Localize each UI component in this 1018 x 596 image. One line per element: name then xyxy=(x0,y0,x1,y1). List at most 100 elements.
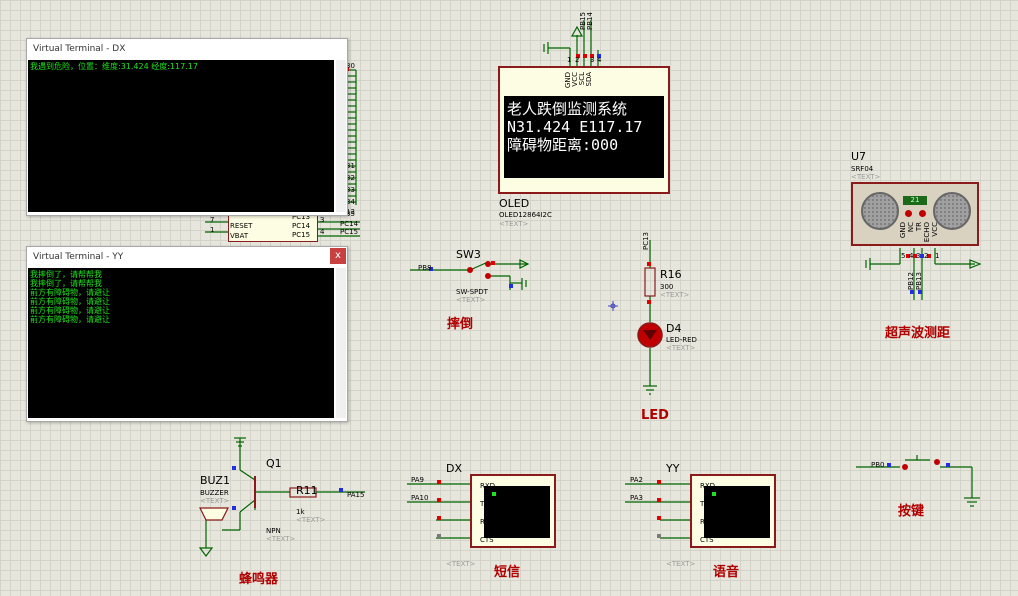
u7-pin-num-4: 4 xyxy=(909,252,914,260)
ultrasonic-sensor[interactable]: 21 GND NC TR ECHO VCC xyxy=(851,182,979,246)
ultrasonic-button-left-icon[interactable] xyxy=(905,210,912,217)
push-button[interactable] xyxy=(900,455,940,471)
mcu-net-pc15: PC15 xyxy=(340,228,359,236)
mcu-side-pin-31: 31 xyxy=(346,162,355,170)
terminal-yy-title-text: Virtual Terminal - YY xyxy=(33,252,124,262)
u7-pin-vcc: VCC xyxy=(931,222,939,237)
r16-net-pc13: PC13 xyxy=(642,232,650,251)
oled-pin-sda: SDA xyxy=(585,72,593,87)
oled-part: OLED12864I2C xyxy=(499,211,552,219)
mcu-side-pin-35: 35 xyxy=(346,210,355,218)
ultrasonic-caption: 超声波测距 xyxy=(885,326,951,341)
mcu-pin-num-4: 4 xyxy=(320,228,325,236)
r16-text-tag: <TEXT> xyxy=(660,291,690,299)
terminal-yy-screen[interactable]: 我摔倒了，请帮帮我 我摔倒了，请帮帮我 前方有障碍物，请避让 前方有障碍物，请避… xyxy=(28,268,334,418)
u7-pin-num-1: 1 xyxy=(935,252,940,260)
yy-net-pa3: PA3 xyxy=(630,494,644,502)
ultrasonic-left-transducer-icon xyxy=(861,192,899,230)
dx-pin-rxd: RXD xyxy=(480,482,496,490)
oled-pin-num-3: 3 xyxy=(590,56,595,64)
mcu-pin-num-3: 3 xyxy=(320,216,325,224)
buzzer-net-pa15: PA15 xyxy=(347,491,365,499)
buzzer-caption: 蜂鸣器 xyxy=(239,572,279,587)
sw3-net-pb8: PB8 xyxy=(418,264,432,272)
terminal-dx-window[interactable]: Virtual Terminal - DX 我遇到危险，位置：维度:31.424… xyxy=(26,38,348,216)
d4-part: LED-RED xyxy=(666,336,697,344)
mcu-pin-vbat: VBAT xyxy=(230,232,249,240)
u7-net-pb12: PB12 xyxy=(907,272,915,290)
u7-pin-tr: TR xyxy=(915,222,923,232)
oled-text-tag: <TEXT> xyxy=(499,220,529,228)
dx-sms-module[interactable]: RXD TXD RTS CTS xyxy=(470,474,556,548)
d4-text-tag: <TEXT> xyxy=(666,344,696,352)
yy-pin-rxd: RXD xyxy=(700,482,716,490)
terminal-yy-line: 我摔倒了，请帮帮我 xyxy=(30,279,102,288)
oled-pin-num-4: 4 xyxy=(597,56,602,64)
yy-pin-cts: CTS xyxy=(700,536,714,544)
terminal-yy-line: 我摔倒了，请帮帮我 xyxy=(30,270,102,279)
led-caption: LED xyxy=(641,408,669,423)
terminal-yy-line: 前方有障碍物，请避让 xyxy=(30,288,110,297)
mcu-side-pin-32: 32 xyxy=(346,174,355,182)
mcu-pin-pc15: PC15 xyxy=(292,231,311,239)
close-icon[interactable]: x xyxy=(330,248,346,264)
oled-module[interactable]: 老人跌倒监测系统 N31.424 E117.17 障碍物距离:000 GND V… xyxy=(498,66,670,194)
terminal-yy-window[interactable]: Virtual Terminal - YY x 我摔倒了，请帮帮我 我摔倒了，请… xyxy=(26,246,348,422)
terminal-dx-scrollbar[interactable] xyxy=(336,60,346,212)
terminal-dx-screen[interactable]: 我遇到危险，位置：维度:31.424 经度:117.17 xyxy=(28,60,334,212)
ultrasonic-button-right-icon[interactable] xyxy=(919,210,926,217)
u7-pin-num-3: 3 xyxy=(916,252,921,260)
mcu-pin-pc13: PC13 xyxy=(292,213,311,221)
terminal-yy-title[interactable]: Virtual Terminal - YY x xyxy=(27,247,347,267)
yy-ref: YY xyxy=(666,462,680,475)
mcu-pin-pc14: PC14 xyxy=(292,222,311,230)
oled-ref: OLED xyxy=(499,197,530,210)
dx-pin-cts: CTS xyxy=(480,536,494,544)
mcu-side-pin-30: 30 xyxy=(346,62,355,70)
mcu-side-pin-34: 34 xyxy=(346,198,355,206)
u7-pin-num-2: 2 xyxy=(924,252,929,260)
terminal-yy-scrollbar[interactable] xyxy=(336,268,346,418)
sw3-part: SW-SPDT xyxy=(456,288,488,296)
yy-net-pa2: PA2 xyxy=(630,476,644,484)
yy-pin-txd: TXD xyxy=(700,500,715,508)
sw3-caption: 摔倒 xyxy=(447,317,474,332)
mcu-pin-reset: RESET xyxy=(230,222,253,230)
mcu-chip[interactable] xyxy=(228,214,318,242)
mcu-side-pin-13: 13 xyxy=(346,208,355,216)
dx-status-led xyxy=(492,492,496,496)
buz1-text-tag: <TEXT> xyxy=(200,497,230,505)
terminal-dx-title[interactable]: Virtual Terminal - DX xyxy=(27,39,347,59)
r16-value: 300 xyxy=(660,283,674,291)
terminal-yy-line: 前方有障碍物，请避让 xyxy=(30,306,110,315)
q1-part: NPN xyxy=(266,527,281,535)
oled-net-pb14: PB14 xyxy=(586,12,594,30)
button-net-pb0: PB0 xyxy=(871,461,885,469)
dx-caption: 短信 xyxy=(494,565,521,580)
yy-text-tag: <TEXT> xyxy=(666,560,696,568)
yy-voice-module[interactable]: RXD TXD RTS CTS xyxy=(690,474,776,548)
buz1-part: BUZZER xyxy=(200,489,229,497)
r11-text-tag: <TEXT> xyxy=(296,516,326,524)
u7-part: SRF04 xyxy=(851,165,874,173)
yy-status-led xyxy=(712,492,716,496)
buz1-ref: BUZ1 xyxy=(200,474,230,487)
dx-ref: DX xyxy=(446,462,463,475)
button-caption: 按键 xyxy=(898,504,925,519)
dx-pin-txd: TXD xyxy=(480,500,495,508)
yy-caption: 语音 xyxy=(713,565,740,580)
ultrasonic-right-transducer-icon xyxy=(933,192,971,230)
u7-ref: U7 xyxy=(851,150,867,163)
oled-line-distance: 障碍物距离:000 xyxy=(507,136,619,154)
u7-net-pb13: PB13 xyxy=(915,272,923,290)
mcu-pin-num-7: 7 xyxy=(210,216,215,224)
terminal-yy-line: 前方有障碍物，请避让 xyxy=(30,315,110,324)
u7-pin-num-5: 5 xyxy=(901,252,906,260)
q1-ref: Q1 xyxy=(266,457,282,470)
terminal-dx-line: 我遇到危险，位置：维度:31.424 经度:117.17 xyxy=(30,62,198,71)
mcu-side-pin-33: 33 xyxy=(346,186,355,194)
dx-net-pa10: PA10 xyxy=(411,494,429,502)
mcu-net-pc14: PC14 xyxy=(340,220,359,228)
d4-ref: D4 xyxy=(666,322,682,335)
